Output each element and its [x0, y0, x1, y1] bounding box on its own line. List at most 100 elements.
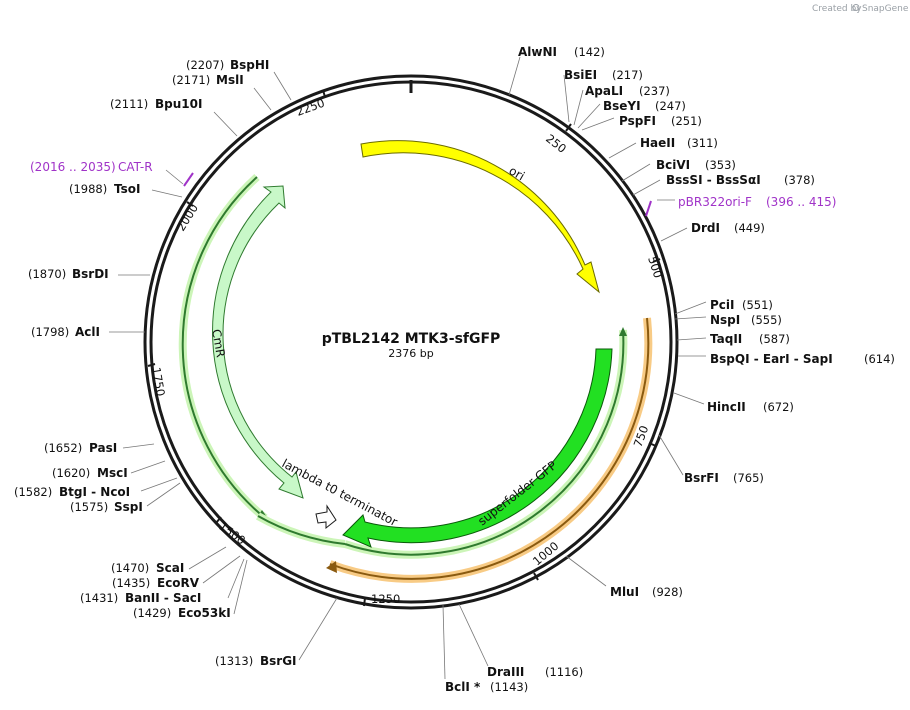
- site-pos: (1798): [31, 325, 69, 339]
- site-name[interactable]: BspHI: [230, 58, 269, 72]
- site-name[interactable]: MluI: [610, 585, 639, 599]
- site-name[interactable]: PasI: [89, 441, 117, 455]
- site-pos: (1116): [545, 665, 583, 679]
- leader-bpu10i: [213, 111, 238, 137]
- site-name[interactable]: ScaI: [156, 561, 184, 575]
- site-pos: (1435): [112, 576, 150, 590]
- tick-mark: [186, 201, 194, 207]
- site-name[interactable]: PspFI: [619, 114, 656, 128]
- map-length: 2376 bp: [388, 347, 433, 360]
- leader-taqii: [676, 337, 707, 341]
- site-name[interactable]: BanII - SacI: [125, 591, 201, 605]
- site-pos: (1143): [490, 680, 528, 694]
- leader-scai: [188, 546, 227, 570]
- site-pos: (378): [784, 173, 815, 187]
- site-pos: (1620): [52, 466, 90, 480]
- site-name[interactable]: BspQI - EarI - SapI: [710, 352, 833, 366]
- primer-marker-cat-r[interactable]: [183, 172, 194, 187]
- primer-pos: (2016 .. 2035): [30, 160, 116, 174]
- terminator-arrow[interactable]: [315, 504, 337, 530]
- credit-text: Created by: [812, 4, 862, 14]
- primer-name[interactable]: pBR322ori-F: [678, 195, 752, 209]
- site-pos: (2171): [172, 73, 210, 87]
- site-pos: (555): [751, 313, 782, 327]
- leader-haeii: [608, 142, 637, 159]
- primer-marker-pbr322ori-f[interactable]: [645, 200, 652, 217]
- backbone-outer-ring: [143, 74, 679, 610]
- site-pos: (1431): [80, 591, 118, 605]
- site-name[interactable]: DrdI: [691, 221, 720, 235]
- tick-mark: [648, 442, 657, 447]
- site-pos: (353): [705, 158, 736, 172]
- site-name[interactable]: BciVI: [656, 158, 690, 172]
- leader-bcivi: [621, 163, 651, 182]
- site-name[interactable]: AlwNI: [518, 45, 557, 59]
- primer-pos: (396 .. 415): [766, 195, 836, 209]
- tick-mark: [322, 89, 326, 98]
- leader-bsrfi: [658, 434, 684, 476]
- leader-alwni: [508, 56, 521, 96]
- leader-btgi: [140, 477, 178, 492]
- site-name[interactable]: BtgI - NcoI: [59, 485, 130, 499]
- site-name[interactable]: MscI: [97, 466, 128, 480]
- leader-pasi: [122, 443, 155, 449]
- site-name[interactable]: TaqII: [710, 332, 742, 346]
- leader-cat-r: [165, 169, 184, 185]
- site-name[interactable]: BsrDI: [72, 267, 109, 281]
- tick-mark: [147, 363, 156, 367]
- tick-label-1750: 1750: [149, 366, 168, 397]
- site-name[interactable]: DraIII: [487, 665, 524, 679]
- site-name[interactable]: HincII: [707, 400, 746, 414]
- site-name[interactable]: BsiEI: [564, 68, 597, 82]
- leader-msci: [130, 460, 166, 474]
- green-feature-right-line[interactable]: [344, 329, 625, 556]
- site-name[interactable]: Bpu10I: [155, 97, 202, 111]
- leader-bsssi: [632, 179, 661, 196]
- site-name[interactable]: BssSI - BssSαI: [666, 173, 761, 187]
- site-pos: (2207): [186, 58, 224, 72]
- site-name[interactable]: PciI: [710, 298, 735, 312]
- site-name[interactable]: BsrFI: [684, 471, 719, 485]
- site-pos: (2111): [110, 97, 148, 111]
- site-name[interactable]: AclI: [75, 325, 100, 339]
- site-pos: (237): [639, 84, 670, 98]
- site-name[interactable]: BclI *: [445, 680, 481, 694]
- site-pos: (1582): [14, 485, 52, 499]
- site-name[interactable]: EcoRV: [157, 576, 200, 590]
- site-name[interactable]: MslI: [216, 73, 244, 87]
- snapgene-logo-icon: [852, 4, 860, 11]
- site-name[interactable]: Eco53kI: [178, 606, 231, 620]
- site-pos: (1988): [69, 182, 107, 196]
- site-name[interactable]: NspI: [710, 313, 740, 327]
- site-name[interactable]: HaeII: [640, 136, 675, 150]
- site-pos: (449): [734, 221, 765, 235]
- green-feature-left-line[interactable]: [181, 176, 266, 519]
- site-pos: (251): [671, 114, 702, 128]
- site-name[interactable]: SspI: [114, 500, 143, 514]
- gfp-label: superfolder GFP: [475, 458, 559, 528]
- cmr-label: CmR: [209, 328, 228, 358]
- site-pos: (142): [574, 45, 605, 59]
- leader-bsiei: [563, 74, 570, 123]
- leader-drdi: [660, 227, 688, 242]
- primer-markers: [183, 172, 652, 217]
- site-name[interactable]: BseYI: [603, 99, 641, 113]
- leader-pcii: [674, 301, 707, 315]
- orange-feature-line[interactable]: [329, 317, 650, 580]
- site-pos: (311): [687, 136, 718, 150]
- gfp-arrow[interactable]: [342, 348, 613, 548]
- primer-name[interactable]: CAT-R: [118, 160, 153, 174]
- leader-msli: [253, 87, 272, 111]
- site-name[interactable]: ApaLI: [585, 84, 623, 98]
- cmr-arrow[interactable]: [212, 185, 304, 499]
- leader-eco53ki: [233, 559, 248, 615]
- site-pos: (1313): [215, 654, 253, 668]
- leader-nspi: [674, 316, 707, 320]
- site-name[interactable]: BsrGI: [260, 654, 297, 668]
- tick-mark: [215, 516, 222, 524]
- ori-arrow[interactable]: [360, 140, 600, 294]
- site-name[interactable]: TsoI: [114, 182, 140, 196]
- tick-mark: [565, 123, 572, 132]
